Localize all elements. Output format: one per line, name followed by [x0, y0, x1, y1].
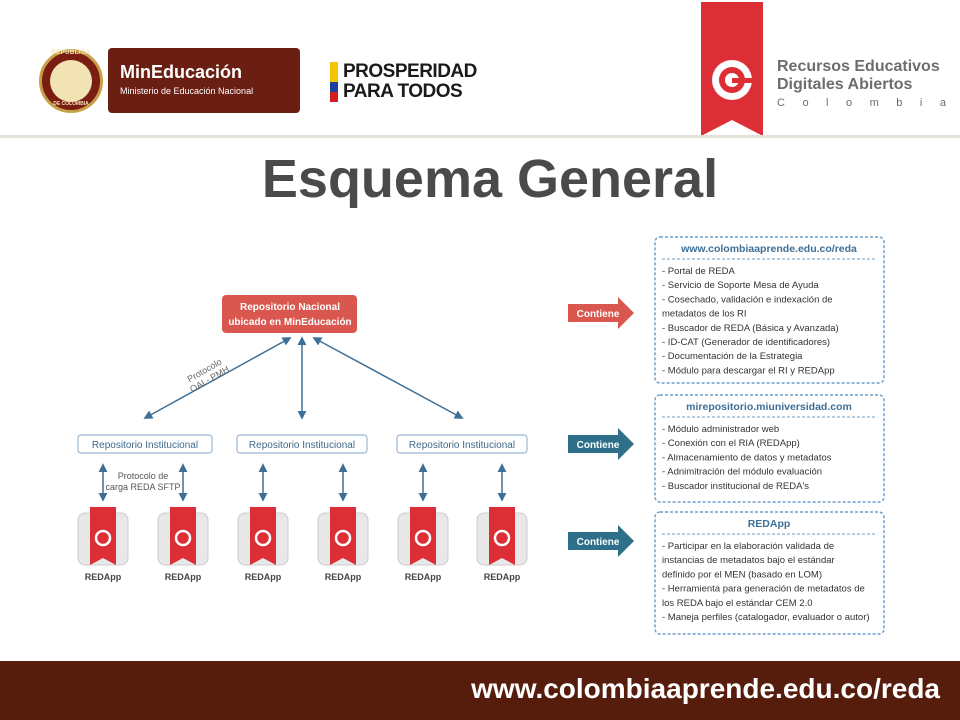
contiene-arrow-1: Contiene	[568, 297, 634, 329]
mineducacion-title: MinEducación	[120, 62, 243, 82]
info-box-2-item: - Almacenamiento de datos y metadatos	[662, 452, 832, 463]
redapp-icon-3: REDApp	[237, 507, 289, 582]
info-box-3-item: instancias de metadatos bajo el estándar	[662, 555, 835, 566]
redapp-icon-1: REDApp	[77, 507, 129, 582]
info-box-1-item: - Módulo para descargar el RI y REDApp	[662, 365, 835, 376]
prosperidad-line2: PARA TODOS	[343, 81, 463, 102]
reda-line2: Digitales Abiertos	[777, 76, 913, 93]
info-box-2-item: - Buscador institucional de REDA's	[662, 481, 809, 492]
info-box-2: mirepositorio.miuniversidad.com - Módulo …	[654, 394, 885, 503]
reda-ribbon-icon	[701, 2, 763, 136]
info-box-2-item: - Adnimitración del módulo evaluación	[662, 467, 822, 478]
info-box-1-item: - Portal de REDA	[662, 266, 736, 277]
redapp-icon-4: REDApp	[317, 507, 369, 582]
info-box-1-item: - Buscador de REDA (Básica y Avanzada)	[662, 323, 839, 334]
national-repository-node	[222, 295, 357, 333]
prosperidad-line1: PROSPERIDAD	[343, 61, 477, 82]
schema-diagram: Repositorio Nacional ubicado en MinEduca…	[77, 236, 885, 635]
redapp-label-4: REDApp	[325, 572, 362, 582]
contiene-arrow-2: Contiene	[568, 428, 634, 460]
info-box-3-item: - Herramienta para generación de metadat…	[662, 584, 865, 595]
mineducacion-subtitle: Ministerio de Educación Nacional	[120, 86, 254, 96]
institution-node-2	[236, 434, 368, 454]
info-box-1-item: - ID-CAT (Generador de identificadores)	[662, 337, 830, 348]
info-box-1-item: - Cosechado, validación e indexación de	[662, 294, 833, 305]
contiene-label-1: Contiene	[577, 309, 620, 320]
seal-shield-icon	[50, 60, 92, 102]
seal-bottom-text: DE COLOMBIA	[53, 101, 89, 107]
national-repository-line1: Repositorio Nacional	[240, 302, 340, 313]
info-box-1-item: - Servicio de Soporte Mesa de Ayuda	[662, 280, 819, 291]
footer: www.colombiaaprende.edu.co/reda	[0, 661, 960, 720]
header: REPÚBLICA DE COLOMBIA MinEducación Minis…	[0, 0, 960, 138]
colombia-seal-icon	[39, 49, 103, 113]
info-box-2-item: - Conexión con el RIA (REDApp)	[662, 438, 800, 449]
institution-label-3: Repositorio Institucional	[409, 440, 515, 451]
info-box-3-item: - Participar en la elaboración validada …	[662, 541, 834, 552]
institution-node-1	[77, 434, 213, 454]
redapp-label-6: REDApp	[484, 572, 521, 582]
institution-label-1: Repositorio Institucional	[92, 440, 198, 451]
info-box-header-1: www.colombiaaprende.edu.co/reda	[680, 243, 857, 255]
info-box-1-item: metadatos de los RI	[662, 309, 747, 320]
mineducacion-logo[interactable]: MinEducación Ministerio de Educación Nac…	[108, 48, 300, 113]
info-box-2-item: - Módulo administrador web	[662, 424, 779, 435]
flag-stripes-icon	[330, 62, 338, 102]
redapp-icon-5: REDApp	[397, 507, 449, 582]
info-box-3: REDApp - Participar en la elaboración val…	[654, 511, 885, 635]
footer-url-link[interactable]: www.colombiaaprende.edu.co/reda	[471, 673, 940, 704]
redapp-icon-6: REDApp	[476, 507, 528, 582]
institution-node-3	[396, 434, 528, 454]
reda-logo-text: Recursos Educativos Digitales Abiertos C…	[777, 58, 960, 110]
redapp-label-5: REDApp	[405, 572, 442, 582]
arrow-root-right	[312, 337, 464, 419]
redapp-label-3: REDApp	[245, 572, 282, 582]
institution-label-2: Repositorio Institucional	[249, 440, 355, 451]
info-box-header-3: REDApp	[748, 518, 791, 530]
redapp-icon-2: REDApp	[157, 507, 209, 582]
reda-line3: Colombia	[777, 97, 960, 109]
redapp-label-1: REDApp	[85, 572, 122, 582]
arrow-root-left	[143, 337, 292, 419]
info-box-3-item: - Maneja perfiles (catalogador, evaluado…	[662, 612, 870, 623]
national-repository-line2: ubicado en MinEducación	[228, 317, 351, 328]
contiene-label-3: Contiene	[577, 537, 620, 548]
header-divider	[0, 135, 960, 138]
info-box-3-item: definido por el MEN (basado en LOM)	[662, 569, 822, 580]
redapp-label-2: REDApp	[165, 572, 202, 582]
protocol-sftp-line2: carga REDA SFTP	[105, 482, 180, 492]
reda-line1: Recursos Educativos	[777, 58, 940, 75]
info-box-header-2: mirepositorio.miuniversidad.com	[686, 401, 852, 413]
protocol-sftp-line1: Protocolo de	[118, 471, 169, 481]
info-box-3-item: los REDA bajo el estándar CEM 2.0	[662, 598, 813, 609]
page-title: Esquema General	[261, 149, 719, 209]
contiene-label-2: Contiene	[577, 440, 620, 451]
seal-top-text: REPÚBLICA	[51, 50, 91, 56]
info-box-1-item: - Documentación de la Estrategia	[662, 351, 803, 362]
info-box-1: www.colombiaaprende.edu.co/reda - Portal …	[654, 236, 885, 384]
contiene-arrow-3: Contiene	[568, 525, 634, 557]
